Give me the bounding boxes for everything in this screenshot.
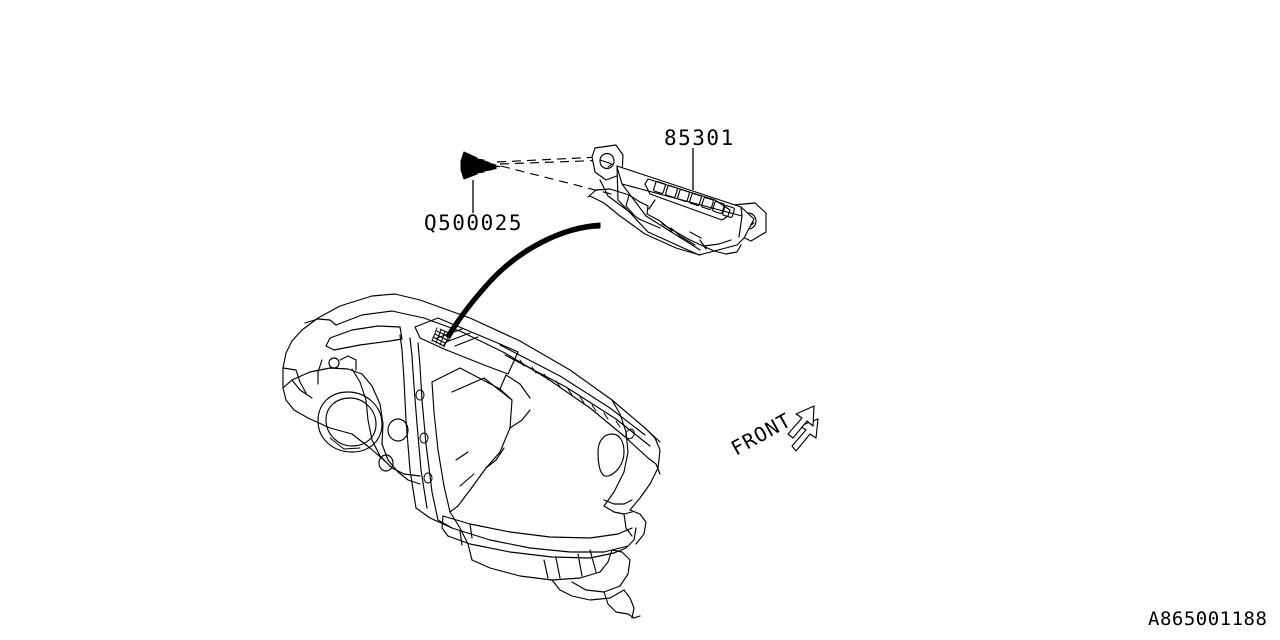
dashboard-assembly xyxy=(282,293,661,619)
part-label-85301: 85301 xyxy=(664,126,735,150)
label-85301-group: 85301 xyxy=(664,126,735,190)
switch-button-slot-4[interactable] xyxy=(689,193,702,206)
dash-switch-location-marker xyxy=(431,327,452,348)
label-q500025-group: Q500025 xyxy=(424,180,523,235)
switch-button-slot-1[interactable] xyxy=(653,181,666,194)
switch-button-slots[interactable] xyxy=(653,181,735,218)
switch-assembly-85301 xyxy=(587,144,767,256)
switch-mounting-tab-left xyxy=(591,144,624,181)
switch-button-slot-3[interactable] xyxy=(677,189,690,202)
diagram-id-code: A865001188 xyxy=(1148,608,1267,630)
switch-button-slot-7[interactable] xyxy=(722,205,735,218)
part-label-q500025: Q500025 xyxy=(424,211,523,235)
front-arrow-icon xyxy=(787,405,819,452)
switch-button-slot-2[interactable] xyxy=(665,185,678,198)
tapping-screw-icon xyxy=(460,151,501,180)
switch-button-slot-6[interactable] xyxy=(712,201,725,214)
switch-button-slot-5[interactable] xyxy=(701,197,714,210)
